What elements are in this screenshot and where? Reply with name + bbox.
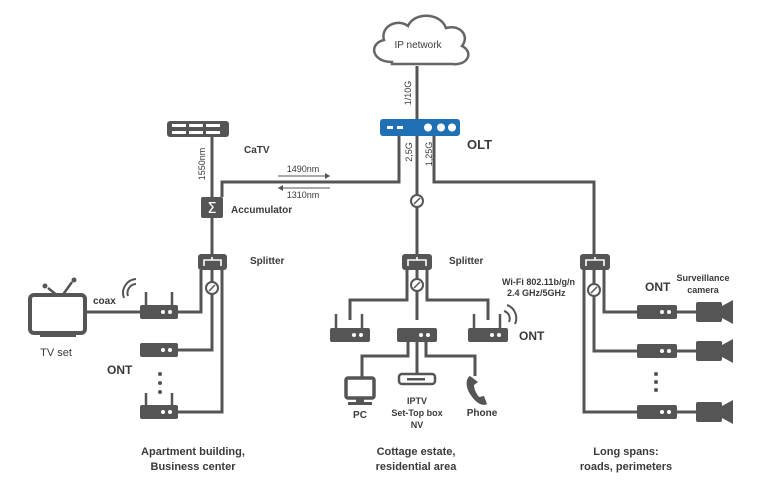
- segment-left-line2: Business center: [151, 461, 237, 473]
- camera-icon: [696, 339, 733, 363]
- accumulator-symbol: Σ: [207, 199, 216, 217]
- splitter-icon: [198, 254, 227, 270]
- tv-icon: [28, 277, 87, 337]
- surveillance-line1-label: Surveillance: [676, 273, 729, 283]
- olt-port-right-label: 1,25G: [424, 142, 434, 167]
- wifi-line1-label: Wi-Fi 802.11b/g/n: [502, 277, 575, 287]
- catv-label: CaTV: [244, 145, 270, 156]
- camera-icon: [696, 300, 733, 324]
- uplink-label: 1/10G: [403, 81, 413, 106]
- segment-center-line1: Cottage estate,: [377, 446, 456, 458]
- wavelength-1310-label: 1310nm: [287, 190, 320, 200]
- coax-label: coax: [93, 296, 116, 307]
- iptv-line2-label: Set-Top box: [391, 408, 442, 418]
- optical-connector-icon: [410, 278, 424, 292]
- wifi-line2-label: 2.4 GHz/5GHz: [507, 288, 566, 298]
- segment-center-line2: residential area: [376, 461, 458, 473]
- pc-label: PC: [353, 410, 367, 421]
- wavelength-1490-label: 1490nm: [287, 164, 320, 174]
- upstream-arrow: [278, 185, 330, 191]
- ont-right-label: ONT: [645, 280, 671, 294]
- segment-right-line2: roads, perimeters: [580, 461, 672, 473]
- splitter-center-label: Splitter: [449, 256, 484, 267]
- ont-router-icon: [330, 314, 370, 342]
- ont-router-icon: [140, 343, 178, 357]
- ont-router-icon: [637, 344, 677, 358]
- wifi-icon: [503, 304, 518, 325]
- cloud-icon: [372, 14, 470, 66]
- accumulator-icon: Σ: [201, 197, 223, 218]
- ont-router-icon: [140, 292, 178, 319]
- wavelength-1550-label: 1550nm: [197, 148, 207, 181]
- phone-label: Phone: [467, 408, 498, 419]
- ont-router-icon: [637, 305, 677, 319]
- ont-router-icon: [397, 328, 437, 342]
- ont-router-icon: [140, 393, 178, 419]
- ont-left-label: ONT: [107, 363, 133, 377]
- olt-label: OLT: [467, 137, 492, 152]
- olt-icon: [380, 119, 460, 136]
- connection-lines: [84, 66, 698, 414]
- accumulator-label: Accumulator: [231, 205, 292, 216]
- downstream-arrow: [278, 173, 330, 179]
- ellipsis-dots: [654, 372, 658, 392]
- iptv-line1-label: IPTV: [407, 396, 427, 406]
- ont-center-label: ONT: [519, 329, 545, 343]
- tv-set-label: TV set: [40, 347, 72, 359]
- optical-connector-icon: [205, 281, 219, 295]
- wifi-icon: [122, 278, 137, 299]
- cloud-label: IP network: [394, 40, 442, 51]
- splitter-left-label: Splitter: [250, 256, 285, 267]
- camera-icon: [696, 400, 733, 424]
- ellipsis-dots: [158, 372, 162, 394]
- set-top-box-icon: [397, 372, 437, 386]
- segment-right-line1: Long spans:: [593, 446, 658, 458]
- pc-icon: [344, 376, 376, 405]
- optical-connector-icon: [587, 283, 601, 297]
- ont-router-icon: [637, 405, 677, 419]
- olt-port-left-label: 2,5G: [404, 142, 414, 162]
- surveillance-line2-label: camera: [687, 285, 720, 295]
- splitter-icon: [402, 254, 432, 270]
- segment-left-line1: Apartment building,: [141, 446, 245, 458]
- phone-icon: [466, 376, 487, 405]
- optical-connector-icon: [410, 194, 424, 208]
- ont-router-icon: [468, 314, 508, 342]
- catv-icon: [167, 121, 229, 137]
- iptv-line3-label: NV: [411, 420, 424, 430]
- splitter-icon: [580, 254, 610, 270]
